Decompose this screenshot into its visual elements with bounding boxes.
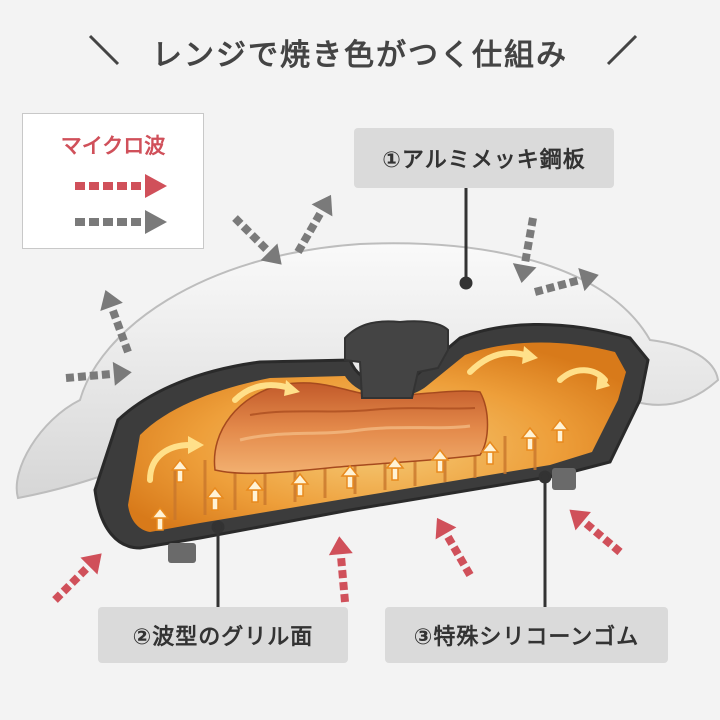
reflected-arrow-icon [75,210,167,234]
silicone-feet [168,468,576,563]
callout-wavy-grill-surface: ②波型のグリル面 [98,607,348,663]
left-slash-decoration [88,34,120,66]
legend-label: マイクロ波 [60,134,166,158]
right-slash-decoration [606,34,638,66]
callout-aluminized-steel: ①アルミメッキ鋼板 [354,128,614,188]
lid-handle [344,320,449,399]
legend-box: マイクロ波 [22,113,204,249]
page-title: レンジで焼き色がつく仕組み [152,38,568,73]
callout-leader-lines [211,188,552,607]
microwave-arrow-icon [75,174,167,198]
callout-special-silicone: ③特殊シリコーンゴム [385,607,668,663]
